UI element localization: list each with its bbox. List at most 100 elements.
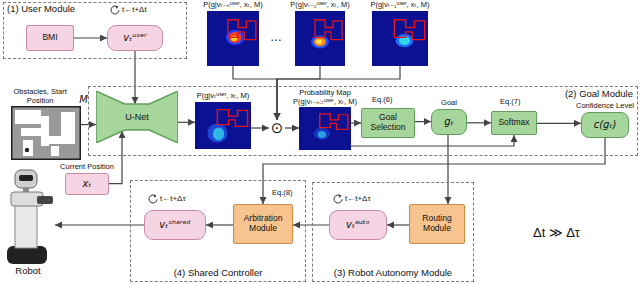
goal-region-outline: [320, 114, 348, 129]
map-caption: P(g|vₜ₋₁ᵘˢᵉʳ, xₜ, M): [370, 1, 429, 10]
goal-region-outline: [315, 19, 342, 39]
robot-head: [15, 170, 37, 188]
box-heading: Confidence Level: [576, 102, 634, 111]
map-caption: Probability Map: [299, 89, 351, 98]
heatmap-image: [195, 102, 251, 149]
diagram-node: P(g|vₜ₋ₙᵘˢᵉʳ, xₜ, M): [193, 1, 273, 66]
diagram-node: Routing Module: [409, 204, 465, 244]
map-caption: P(g|vₜ₋ₙ:ₜᵘˢᵉʳ, xₜ, M): [293, 98, 357, 107]
box-label: xₜ: [83, 178, 92, 190]
connector-arrow: [285, 127, 299, 128]
diagram-node: ⊙: [269, 120, 285, 136]
value-box: c(gₜ): [581, 112, 629, 138]
heat-blob: [231, 35, 237, 41]
heat-blob: [213, 127, 224, 140]
module-title: (3) Robot Autonomy Module: [334, 268, 452, 279]
robot-arm: [37, 196, 53, 204]
map-caption: P(g|vₜᵘˢᵉʳ, xₜ, M): [197, 92, 250, 101]
goal-region-outline: [228, 19, 256, 39]
box-label: vₜᵃᵘᵗᵒ: [346, 219, 370, 231]
heat-blob: [316, 39, 322, 43]
diagram-node: Confidence Level c(gₜ): [573, 102, 637, 138]
diagram-node: P(g|vₜ₋₂ᵘˢᵉʳ, xₜ, M): [282, 1, 358, 66]
connector-arrow: [415, 121, 431, 122]
update-rule: t←t+Δt: [122, 5, 147, 14]
loop-icon-head: [116, 6, 119, 9]
equation-ref: Eq.(8): [272, 189, 292, 198]
box-heading: Current Position: [60, 163, 114, 172]
diagram-node: vₜˢʰᵃʳᵉᵈ: [144, 210, 206, 240]
diagram-node: P(g|vₜ₋₁ᵘˢᵉʳ, xₜ, M): [361, 1, 439, 66]
equation-ref: Eq.(7): [500, 98, 520, 107]
loop-icon: [111, 6, 119, 14]
diagram-node: P(g|vₜᵘˢᵉʳ, xₜ, M): [185, 92, 261, 149]
diagram-node: vₜᵃᵘᵗᵒ: [329, 210, 387, 240]
heatmap-ground: [372, 11, 428, 66]
loop-icon: [149, 195, 157, 203]
occupancy-map: [11, 106, 81, 160]
connector-arrow: [178, 122, 195, 123]
diagram-node: BMI: [26, 25, 74, 51]
box-label: c(gₜ): [594, 119, 617, 131]
diagram-node: Arbitration Module: [233, 204, 293, 244]
box-label: vₜᵘˢᵉʳ: [123, 32, 146, 44]
box-label: Goal Selection: [365, 113, 411, 133]
robot-label: Robot: [15, 266, 40, 277]
heatmap-ground: [195, 102, 251, 149]
free-space: [49, 136, 75, 144]
ellipsis: …: [270, 31, 282, 45]
map-symbol: M: [79, 94, 88, 106]
diagram-node: Goal gₜ: [427, 99, 471, 135]
heatmap-ground: [207, 11, 259, 66]
diagram-node: Obstacles, Start PositionM: [2, 88, 90, 160]
heat-blob: [207, 123, 227, 142]
box-label: vₜˢʰᵃʳᵉᵈ: [159, 219, 190, 231]
connector-arrow: [351, 122, 361, 123]
heatmap-ground: [299, 107, 351, 150]
timescale-note: Δt ≫ Δτ: [533, 226, 580, 241]
diagram-node: Softmax: [491, 111, 537, 135]
diagram-node: Goal Selection: [361, 108, 415, 138]
equation-ref: Eq.(6): [372, 96, 392, 105]
diagram-node: U-Net: [96, 91, 178, 143]
map-caption: P(g|vₜ₋₂ᵘˢᵉʳ, xₜ, M): [290, 1, 350, 10]
connector-arrow: [467, 122, 491, 123]
heat-blob: [314, 128, 331, 140]
product-operator: ⊙: [271, 120, 284, 136]
goal-region-outline: [217, 109, 247, 126]
map-ground: [11, 106, 81, 160]
unet-outline: [96, 91, 178, 143]
robot-eyes: [19, 175, 33, 181]
box-label: Softmax: [498, 118, 529, 128]
loop-icon-head: [339, 195, 342, 198]
connector-arrow: [74, 37, 107, 38]
module-title: (1) User Module: [7, 4, 75, 15]
heatmap-image: [372, 11, 428, 66]
free-space: [15, 110, 41, 124]
connector-arrow: [447, 135, 448, 204]
connector-arrow: [206, 224, 233, 225]
map-caption: P(g|vₜ₋ₙᵘˢᵉʳ, xₜ, M): [203, 1, 263, 10]
heatmap-image: [295, 11, 345, 66]
loop-icon-head: [154, 195, 157, 198]
diagram-node: vₜᵘˢᵉʳ: [107, 25, 163, 51]
box-label: gₜ: [444, 116, 453, 128]
heat-blob: [396, 34, 414, 47]
update-rule: t←t+Δτ: [160, 194, 186, 203]
robot-base: [7, 246, 47, 264]
map-border: [12, 107, 81, 160]
box-heading: Goal: [441, 99, 457, 108]
free-space: [51, 146, 59, 156]
free-space: [61, 112, 75, 136]
box-label: BMI: [42, 33, 57, 43]
box-label: Arbitration Module: [237, 214, 289, 234]
start-marker: [25, 148, 29, 152]
free-space: [23, 140, 33, 156]
connector-arrow: [387, 224, 409, 225]
free-space: [21, 128, 43, 136]
robot-torso: [15, 202, 37, 248]
robot-neck: [23, 188, 29, 192]
box-label: U-Net: [125, 112, 149, 122]
robot-illustration: [1, 162, 55, 266]
